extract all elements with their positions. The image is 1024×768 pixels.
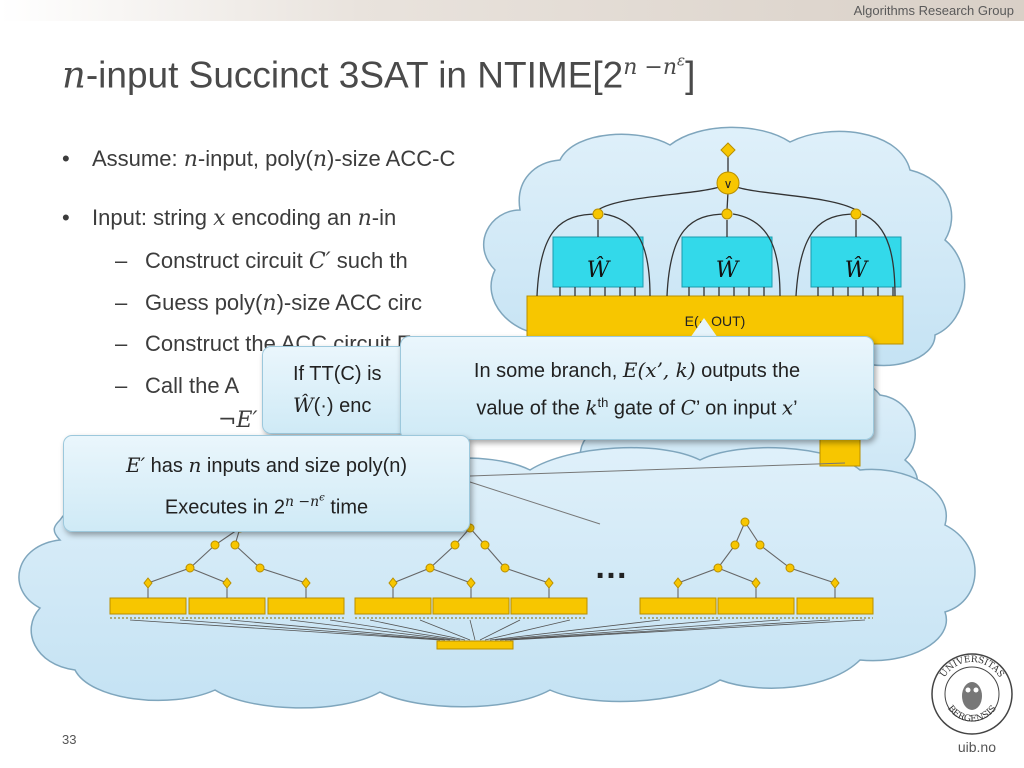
slide-title: n-input Succinct 3SAT in NTIME[2n −nε] <box>62 52 695 97</box>
funnel-wires <box>129 619 866 641</box>
owl-icon <box>962 682 982 710</box>
title-variable: n <box>62 53 86 97</box>
w-label-2: Ŵ <box>716 256 741 283</box>
tt-callout-line2: Ŵ(·) enc <box>293 393 372 417</box>
university-seal-logo: UNIVERSITAS BERGENSIS <box>931 653 1013 735</box>
eprime-callout-line1: E′ has n inputs and size poly(n) <box>125 453 408 477</box>
lower-input-blocks <box>109 597 874 615</box>
site-link[interactable]: uib.no <box>957 739 996 755</box>
subbullet-guess: –Guess poly(n)-size ACC circ <box>115 290 423 316</box>
slide-number: 33 <box>62 732 77 747</box>
hidden-line: ¬E′ <box>218 408 258 433</box>
lower-tree-gates <box>143 517 840 589</box>
eprime-callout: E′ has n inputs and size poly(n) Execute… <box>63 435 470 532</box>
w-block-1 <box>552 236 644 288</box>
w-block-3 <box>810 236 902 288</box>
branch-callout-line1: In some branch, E(x’, k) outputs the <box>473 358 801 382</box>
or-gate-symbol: ∨ <box>724 177 733 191</box>
header-bar <box>0 0 1024 21</box>
output-node <box>720 142 736 158</box>
and-wires <box>536 157 896 297</box>
or-gate <box>716 171 740 195</box>
title-text: -input Succinct 3SAT in NTIME[2 <box>85 54 624 96</box>
title-exponent: n −nε <box>623 52 686 81</box>
research-group-label: Algorithms Research Group <box>853 3 1014 18</box>
w-block-2 <box>681 236 773 288</box>
hidden-e-block <box>819 437 861 467</box>
bullet-input: •Input: string x encoding an n-in <box>62 205 397 231</box>
callout-pointer-lines <box>469 462 846 525</box>
title-close: ] <box>685 54 696 96</box>
w-blocks: Ŵ Ŵ Ŵ <box>552 236 902 288</box>
tt-callout-line1: If TT(C) is <box>293 363 382 385</box>
w-label-3: Ŵ <box>845 256 870 283</box>
e-to-w-wires <box>559 287 894 296</box>
subbullet-construct-c: –Construct circuit C′ such th <box>115 248 408 274</box>
branch-callout: In some branch, E(x’, k) outputs the val… <box>400 336 874 440</box>
eprime-callout-line2: Executes in 2n −nϵ time <box>164 492 369 519</box>
ellipsis: … <box>594 548 628 586</box>
branch-callout-pointer <box>690 318 718 338</box>
w-label-1: Ŵ <box>587 256 612 283</box>
and-gates <box>592 208 862 220</box>
shared-input-block <box>436 640 514 650</box>
branch-callout-line2: value of the kth gate of C’ on input x’ <box>476 395 798 420</box>
subbullet-call: –Call the A <box>115 373 240 398</box>
bullet-assume: •Assume: n-input, poly(n)-size ACC-C <box>62 146 456 172</box>
